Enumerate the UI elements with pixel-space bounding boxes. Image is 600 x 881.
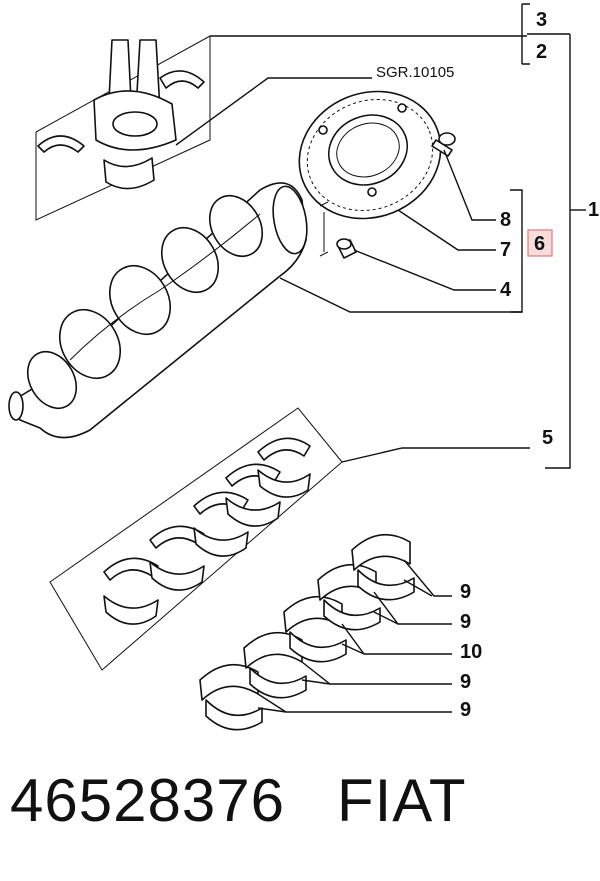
- footer-caption: 46528376 FIAT: [10, 766, 467, 835]
- callout-9: 9: [460, 611, 471, 633]
- crankshaft: [8, 182, 308, 439]
- reference-label: SGR.10105: [376, 64, 454, 81]
- callout-1: 1: [588, 199, 599, 221]
- callout-6-highlight: [527, 229, 553, 257]
- callout-9: 9: [460, 671, 471, 693]
- callout-6: 6: [534, 233, 545, 255]
- tone-wheel: [298, 90, 442, 220]
- part-number: 46528376: [10, 767, 285, 834]
- conrod-bearing-inset: [35, 35, 211, 221]
- brand-name: FIAT: [336, 767, 467, 834]
- callout-9: 9: [460, 581, 471, 603]
- callout-3: 3: [536, 9, 547, 31]
- leader-lines: [175, 3, 586, 713]
- callout-10: 10: [460, 641, 482, 663]
- loose-bearing-shells: [199, 533, 415, 731]
- ring-screw: [431, 132, 456, 157]
- dowel-pin: [336, 238, 357, 259]
- callout-5: 5: [542, 427, 553, 449]
- callout-2: 2: [536, 41, 547, 63]
- callout-7: 7: [500, 239, 511, 261]
- callout-4: 4: [500, 279, 512, 301]
- bracket-mark: [319, 201, 329, 257]
- callout-8: 8: [500, 209, 511, 231]
- main-bearing-set: [49, 407, 343, 671]
- callout-9: 9: [460, 699, 471, 721]
